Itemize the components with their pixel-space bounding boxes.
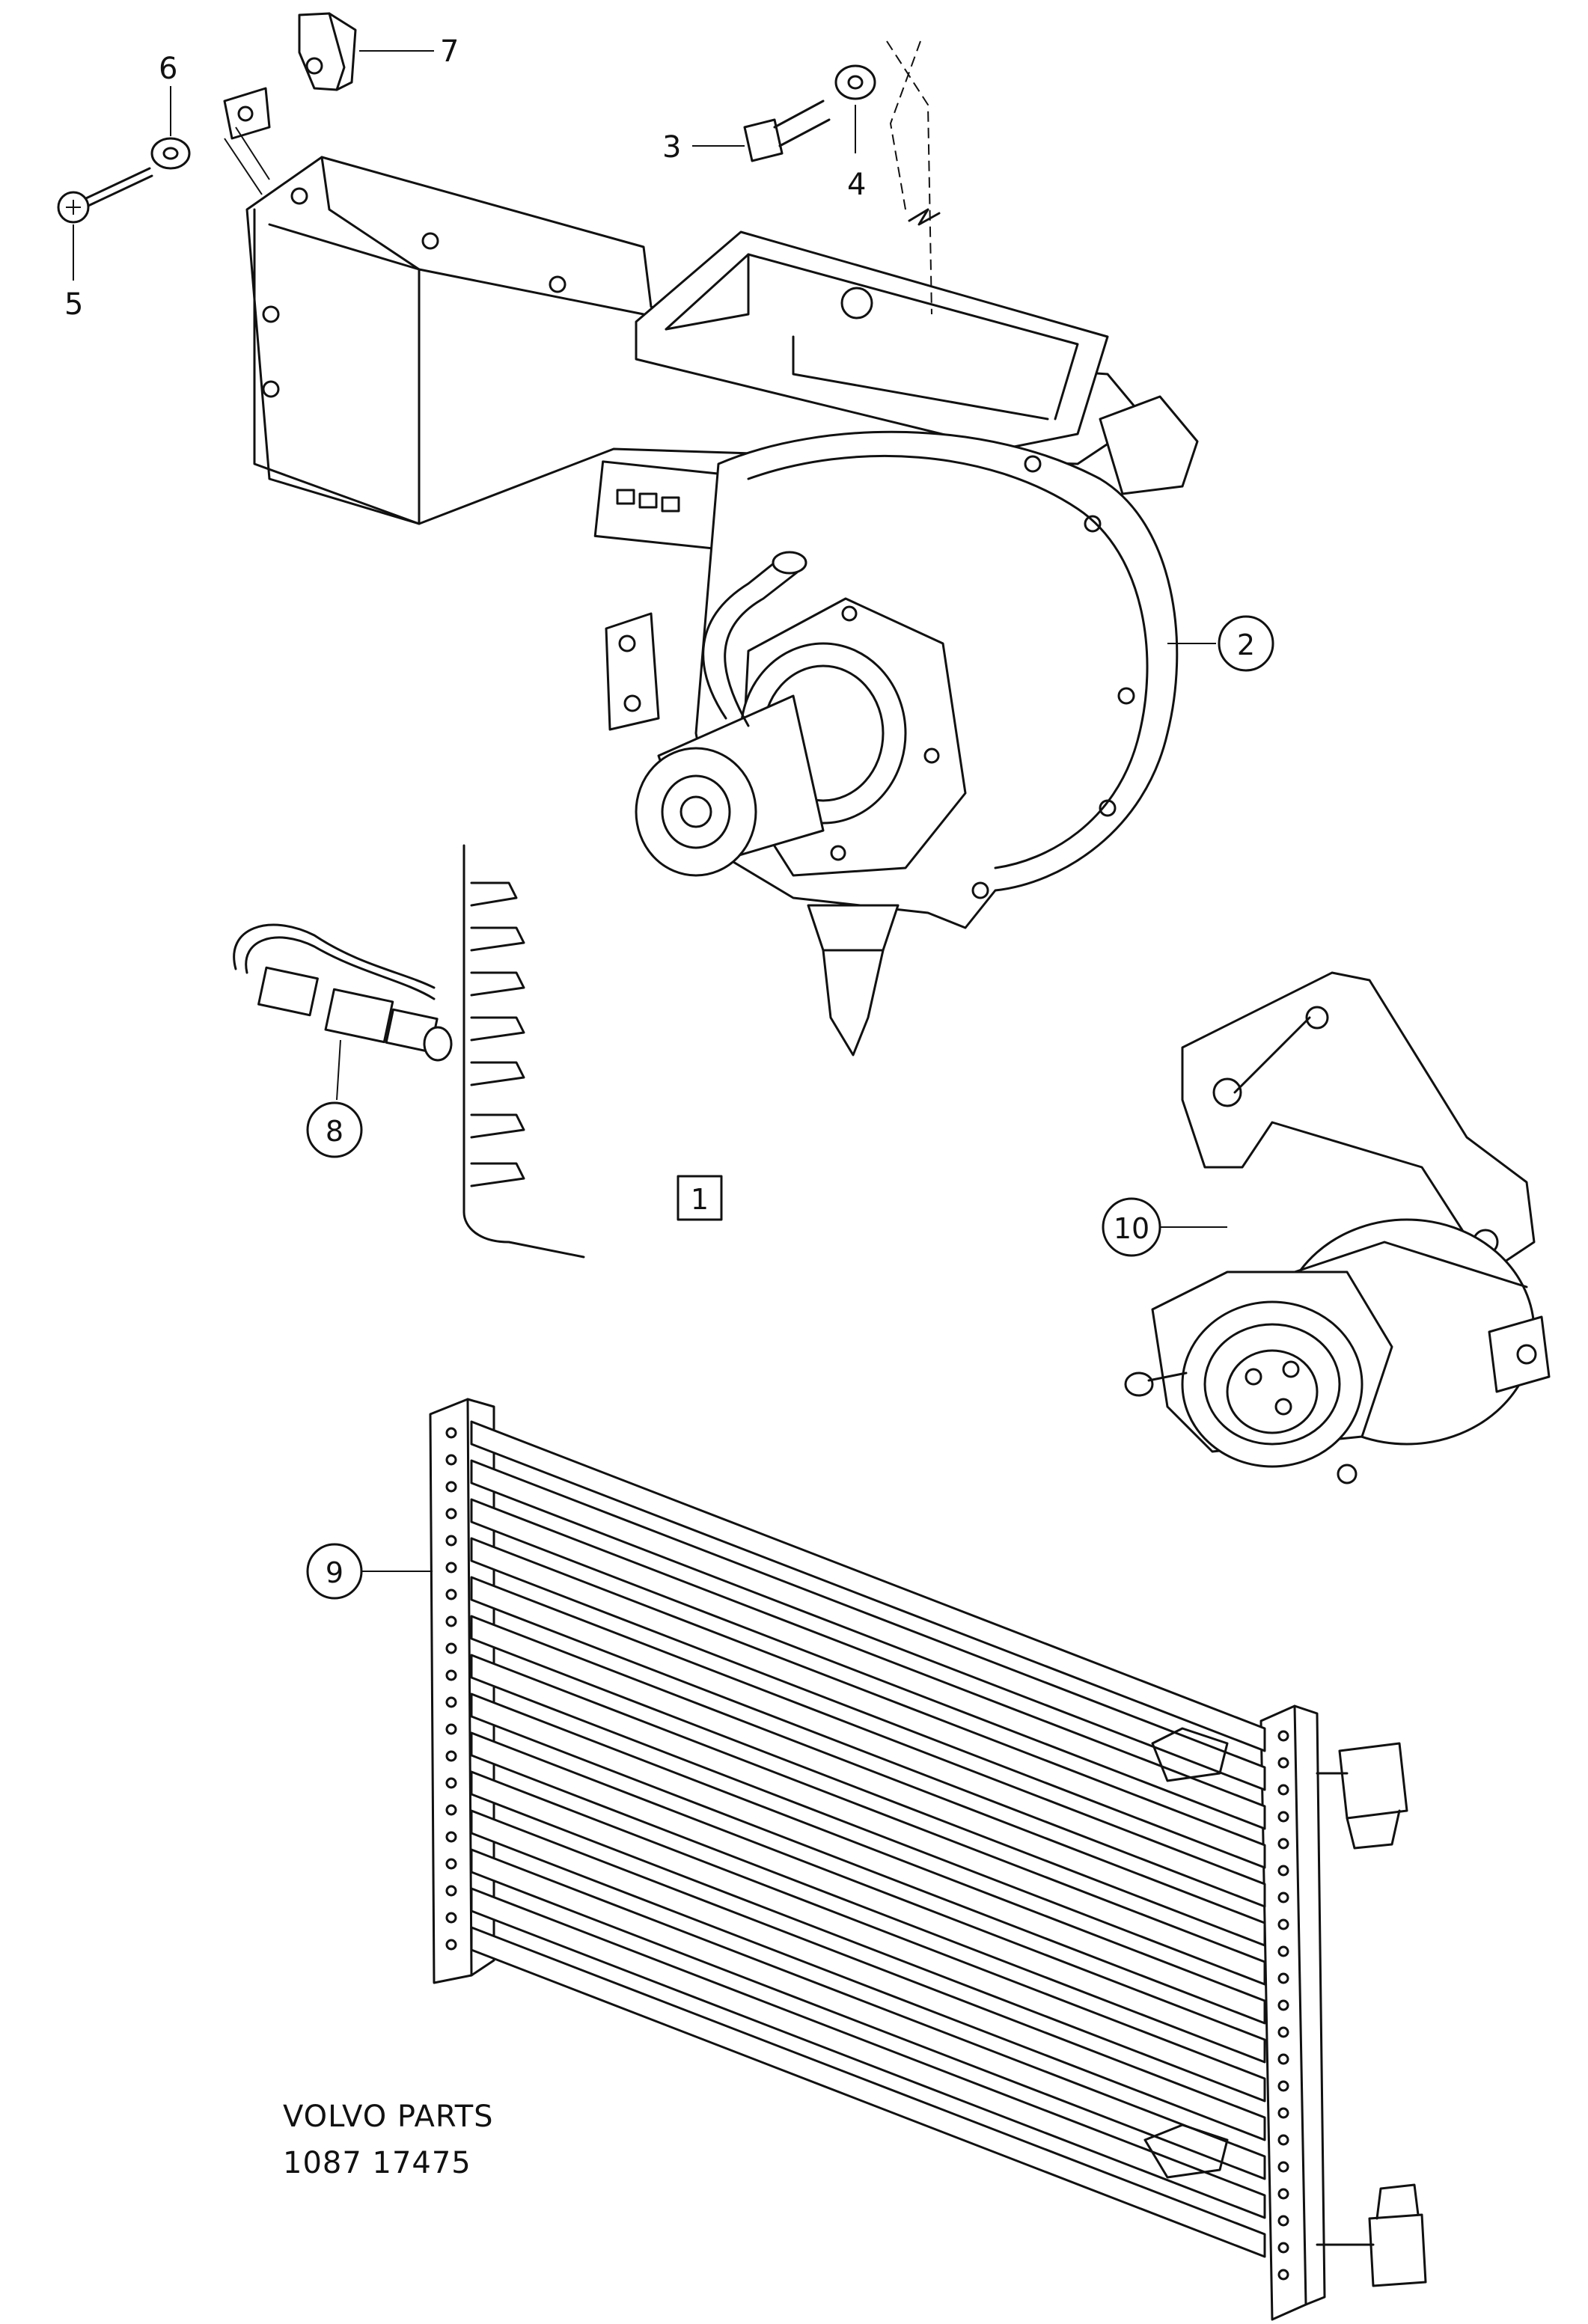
mount-hole (1277, 1757, 1289, 1769)
mount-hole (1277, 1918, 1289, 1930)
label-item-4: 4 (847, 168, 866, 202)
mount-hole (1277, 1972, 1289, 1984)
callout-item-1: 1 (677, 1175, 723, 1221)
mount-hole (445, 1454, 457, 1466)
mount-hole (445, 1831, 457, 1843)
mount-hole (1277, 1811, 1289, 1823)
condenser-tube (470, 1459, 1266, 1791)
mount-hole (1277, 1945, 1289, 1957)
mount-hole (1277, 2188, 1289, 2200)
mount-hole (1277, 1865, 1289, 1877)
condenser-tube (470, 1770, 1266, 2103)
condenser-tube (470, 1887, 1266, 2219)
mount-hole (445, 1481, 457, 1493)
mount-hole (445, 1885, 457, 1897)
condenser-tube (470, 1731, 1266, 2064)
label-item-5: 5 (64, 287, 83, 322)
clip-part-7 (298, 12, 434, 91)
screw-part-5 (57, 167, 153, 281)
mount-hole (1277, 1838, 1289, 1850)
mount-hole (445, 1804, 457, 1816)
mount-hole (1277, 2269, 1289, 2281)
mount-hole (445, 1912, 457, 1924)
condenser-tube (470, 1576, 1266, 1908)
mount-hole (445, 1588, 457, 1600)
condenser-tube (470, 1498, 1266, 1830)
mount-hole (1277, 2161, 1289, 2173)
bracket (223, 87, 271, 195)
svg-text:2: 2 (1237, 629, 1255, 661)
mount-hole (445, 1562, 457, 1574)
mount-hole (445, 1696, 457, 1708)
svg-text:1: 1 (691, 1183, 709, 1216)
mount-hole (1277, 2215, 1289, 2227)
callout-item-8: 8 (306, 1101, 363, 1158)
callout-item-9: 9 (306, 1543, 363, 1600)
label-item-6: 6 (159, 52, 177, 86)
washer-part-4 (834, 40, 941, 315)
evaporator-housing (245, 156, 1199, 1056)
footer-brand-text: VOLVO PARTS (283, 2100, 494, 2134)
mount-hole (1277, 1784, 1289, 1796)
condenser-tube (470, 1654, 1266, 1986)
condenser-tube (470, 1926, 1266, 2258)
mount-hole (445, 1723, 457, 1735)
callout-item-10: 10 (1102, 1197, 1161, 1257)
mount-hole (445, 1535, 457, 1547)
mount-hole (445, 1777, 457, 1789)
bolt-part-3 (692, 100, 831, 162)
callout-item-2: 2 (1218, 615, 1274, 672)
svg-text:10: 10 (1114, 1212, 1149, 1245)
mount-hole (445, 1939, 457, 1951)
condenser-tube (470, 1615, 1266, 1947)
mount-hole (1277, 2053, 1289, 2065)
condenser-part-9 (429, 1398, 1427, 2321)
mount-hole (445, 1750, 457, 1762)
condenser-tube (470, 1848, 1266, 2180)
compressor-part-10 (1124, 971, 1551, 1484)
mount-hole (1277, 2026, 1289, 2038)
mount-hole (445, 1508, 457, 1520)
mount-hole (1277, 2134, 1289, 2146)
condenser-tube (470, 1420, 1266, 1752)
mount-hole (1277, 2242, 1289, 2254)
condenser-tube (470, 1809, 1266, 2141)
pressure-switch-part-8 (233, 923, 453, 1101)
svg-text:8: 8 (326, 1115, 343, 1148)
mount-hole (1277, 1999, 1289, 2011)
mount-hole (445, 1427, 457, 1439)
vehicle-body-outline (462, 844, 585, 1259)
mount-hole (1277, 1730, 1289, 1742)
mount-hole (1277, 1892, 1289, 1903)
svg-text:9: 9 (326, 1556, 343, 1589)
label-item-3: 3 (662, 130, 681, 165)
mount-hole (445, 1858, 457, 1870)
mount-hole (445, 1615, 457, 1627)
condenser-tube (470, 1537, 1266, 1869)
washer-part-6 (150, 86, 191, 170)
mount-hole (445, 1642, 457, 1654)
mount-hole (1277, 2107, 1289, 2119)
mount-hole (1277, 2080, 1289, 2092)
condenser-tube (470, 1692, 1266, 2025)
mount-hole (445, 1669, 457, 1681)
label-item-7: 7 (440, 34, 459, 69)
footer-part-code: 1087 17475 (283, 2146, 471, 2180)
